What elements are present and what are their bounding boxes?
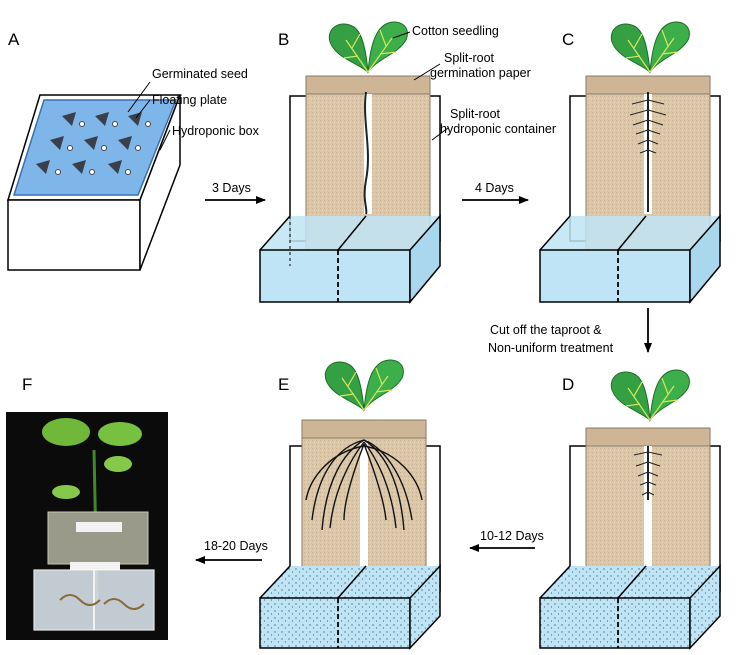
step-label-non-uniform: Non-uniform treatment: [488, 341, 614, 355]
floating-plate: [12, 99, 178, 196]
panel-a: A Germinated seed Floating plate Hydropo…: [6, 30, 260, 271]
label-germination-paper-1: Split-root: [444, 51, 495, 65]
label-cotton-seedling: Cotton seedling: [412, 24, 499, 38]
water-front-treatment: [539, 597, 691, 649]
plant-leaf: [42, 418, 90, 446]
panel-label-d: D: [562, 375, 574, 394]
cotton-seedling-e: [324, 359, 405, 411]
label-floating-plate: Floating plate: [152, 93, 227, 107]
leader-hydroponic-box: [159, 129, 171, 151]
leader-floating-plate: [135, 99, 151, 119]
lateral-roots: [629, 99, 667, 154]
hydroponic-box-side: [139, 94, 181, 271]
panel-label-c: C: [562, 30, 574, 49]
water-front: [539, 249, 691, 303]
water-front: [259, 249, 411, 303]
panel-d: D: [539, 369, 721, 650]
panel-c: C: [539, 21, 721, 305]
hydroponic-box-front: [7, 199, 141, 271]
panel-f: F: [6, 375, 168, 640]
label-container-2: hydroponic container: [440, 122, 556, 136]
panel-label-a: A: [8, 30, 20, 49]
label-container-1: Split-root: [450, 107, 501, 121]
label-germinated-seed: Germinated seed: [152, 67, 248, 81]
taproot: [363, 91, 369, 215]
panel-label-f: F: [22, 375, 32, 394]
lateral-roots-spread: [305, 439, 423, 531]
panel-label-e: E: [278, 375, 289, 394]
step-label-18-20-days: 18-20 Days: [204, 539, 268, 553]
step-label-4-days: 4 Days: [475, 181, 514, 195]
label-hydroponic-box: Hydroponic box: [172, 124, 260, 138]
plant-leaf: [98, 422, 142, 446]
step-label-3-days: 3 Days: [212, 181, 251, 195]
lateral-roots: [633, 451, 663, 496]
leader-germinated-seed: [127, 81, 151, 113]
step-label-cut-taproot: Cut off the taproot &: [490, 323, 602, 337]
cotton-seedling-b: [328, 21, 409, 73]
water-front-treatment: [259, 597, 411, 649]
panel-b: B Cotton seedling Split-root germination…: [259, 21, 556, 305]
step-label-10-12-days: 10-12 Days: [480, 529, 544, 543]
panel-label-b: B: [278, 30, 289, 49]
photo-paper-holder: [47, 511, 149, 565]
germinated-seeds: [36, 112, 151, 175]
panel-e: E: [259, 359, 441, 650]
cotton-seedling-c: [610, 21, 691, 73]
label-germination-paper-2: germination paper: [430, 66, 531, 80]
cotton-seedling-d: [610, 369, 691, 421]
